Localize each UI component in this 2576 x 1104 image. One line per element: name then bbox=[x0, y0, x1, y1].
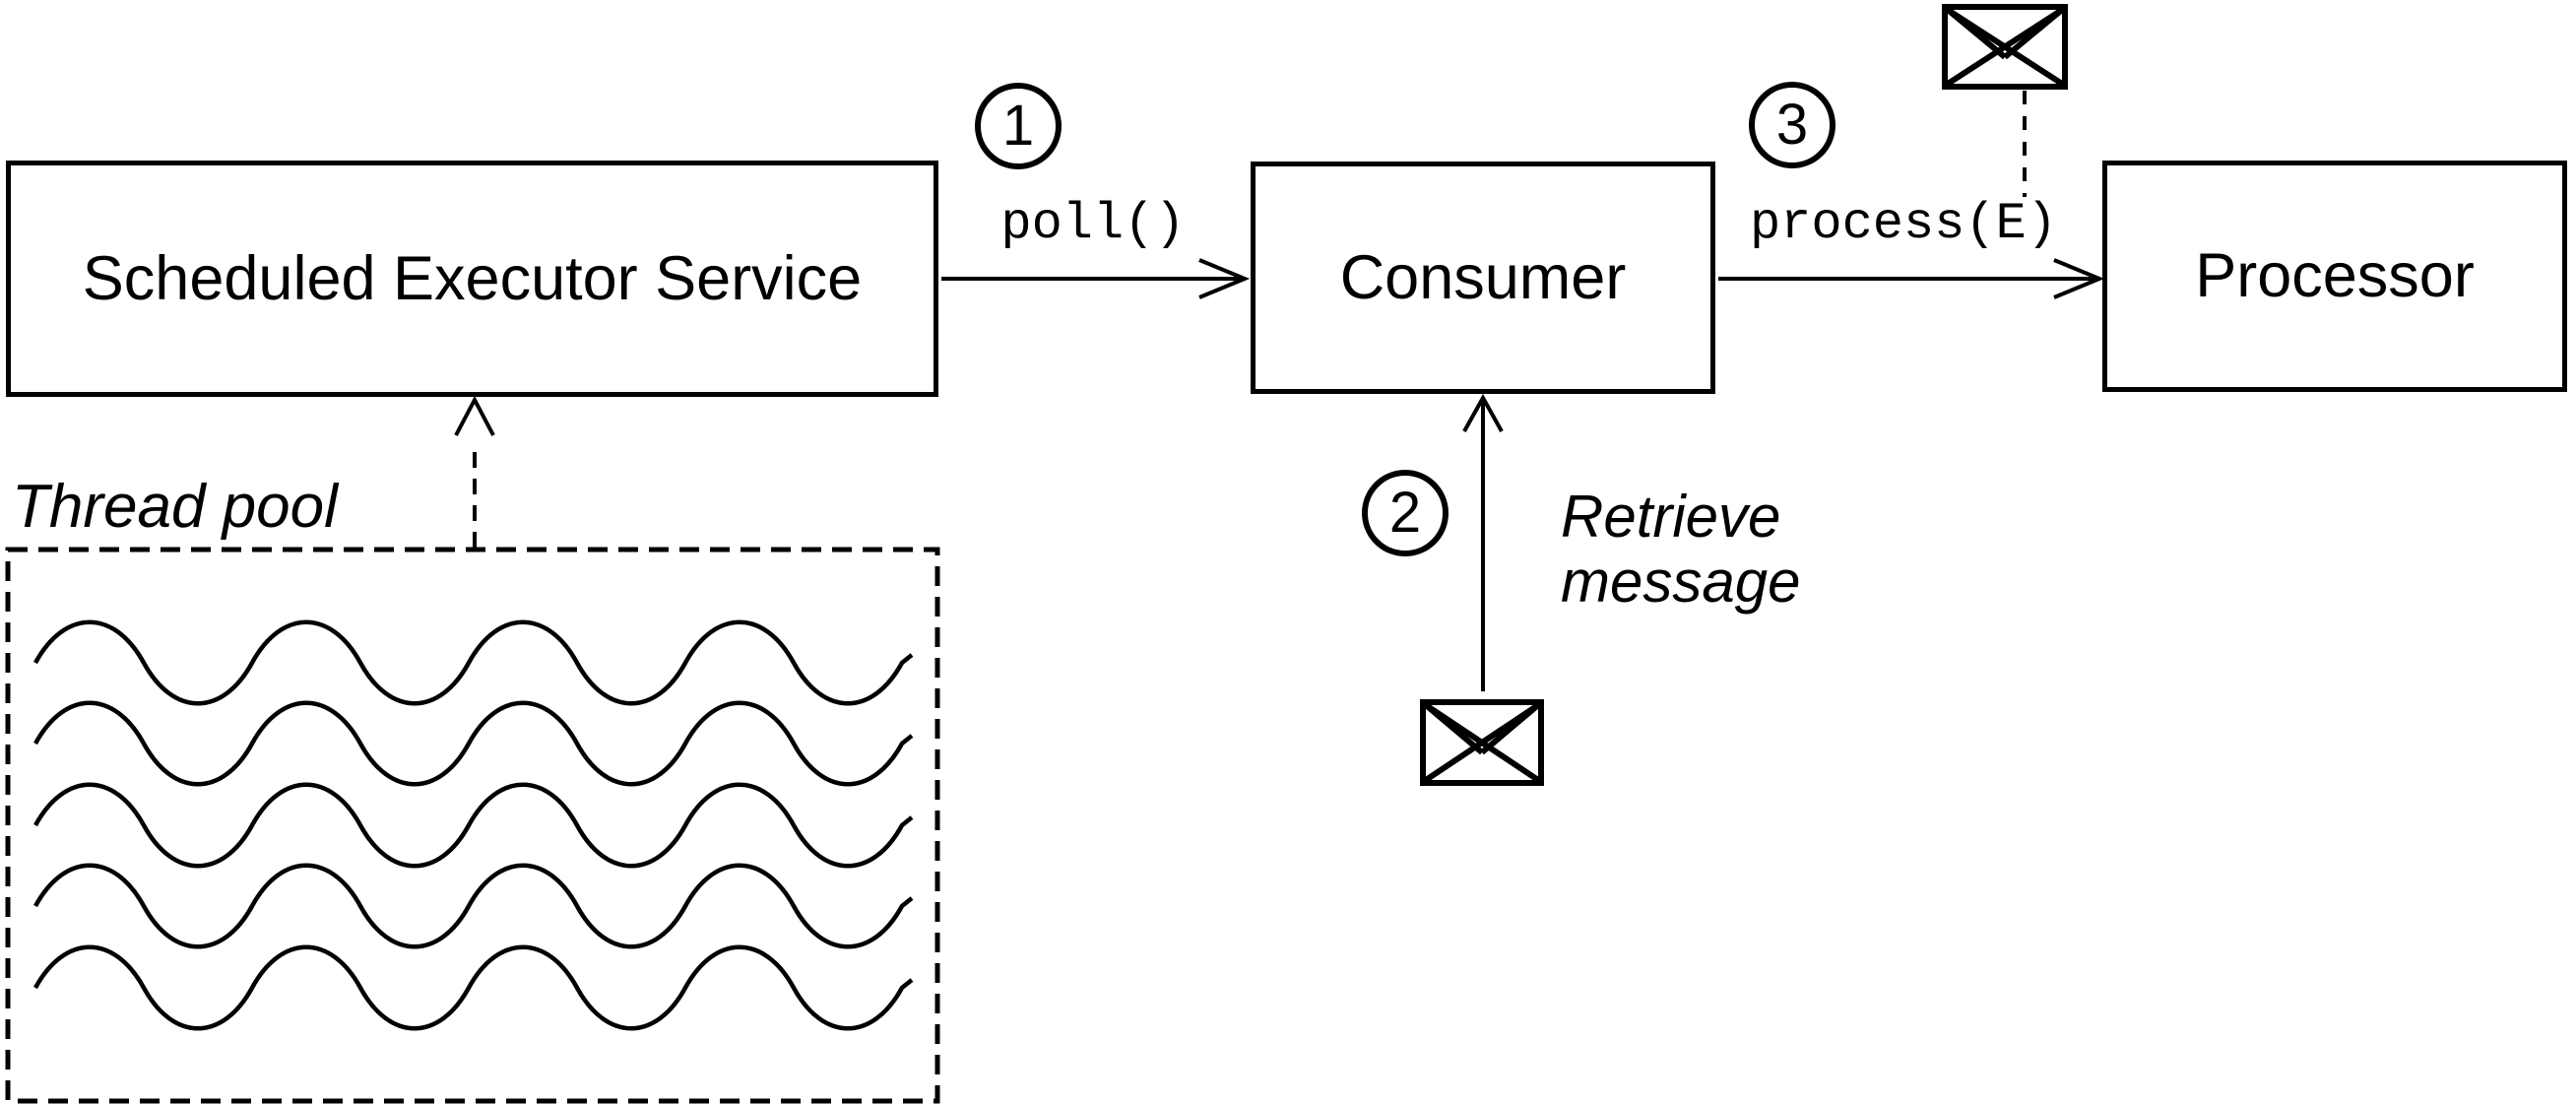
arrow-poll bbox=[941, 258, 1251, 299]
thread-pool-boundary bbox=[5, 547, 940, 1104]
label-line: Retrieve bbox=[1561, 484, 1781, 550]
step-badge-1: 1 bbox=[975, 83, 1062, 169]
label-line: message bbox=[1561, 549, 1801, 615]
node-scheduled-executor-service: Scheduled Executor Service bbox=[6, 161, 938, 397]
node-label: Scheduled Executor Service bbox=[82, 243, 863, 313]
node-processor: Processor bbox=[2102, 161, 2567, 392]
thread-wave-icon bbox=[35, 785, 912, 867]
thread-wave-icon bbox=[35, 947, 912, 1029]
message-envelope-icon bbox=[1942, 4, 2068, 90]
step-number: 3 bbox=[1775, 93, 1809, 157]
node-label: Consumer bbox=[1339, 242, 1627, 312]
arrow-process bbox=[1718, 258, 2105, 299]
thread-wave-icon bbox=[35, 703, 912, 785]
node-label: Processor bbox=[2195, 241, 2475, 310]
step-badge-3: 3 bbox=[1749, 82, 1835, 168]
thread-wave-icon bbox=[35, 622, 912, 704]
node-consumer: Consumer bbox=[1251, 162, 1715, 394]
thread-wave-icon bbox=[35, 866, 912, 947]
label-process-method: process(E) bbox=[1749, 195, 2058, 253]
step-number: 2 bbox=[1388, 481, 1422, 545]
message-envelope-icon bbox=[1420, 699, 1544, 786]
thread-pool-box bbox=[5, 547, 940, 1104]
label-poll-method: poll() bbox=[1000, 195, 1186, 253]
arrow-retrieve-message bbox=[1462, 393, 1504, 691]
step-badge-2: 2 bbox=[1362, 470, 1449, 556]
step-number: 1 bbox=[1001, 94, 1035, 158]
label-retrieve-message: Retrieve message bbox=[1561, 485, 1800, 615]
label-thread-pool: Thread pool bbox=[12, 473, 338, 541]
arrow-thread-pool-dashed bbox=[454, 395, 495, 548]
